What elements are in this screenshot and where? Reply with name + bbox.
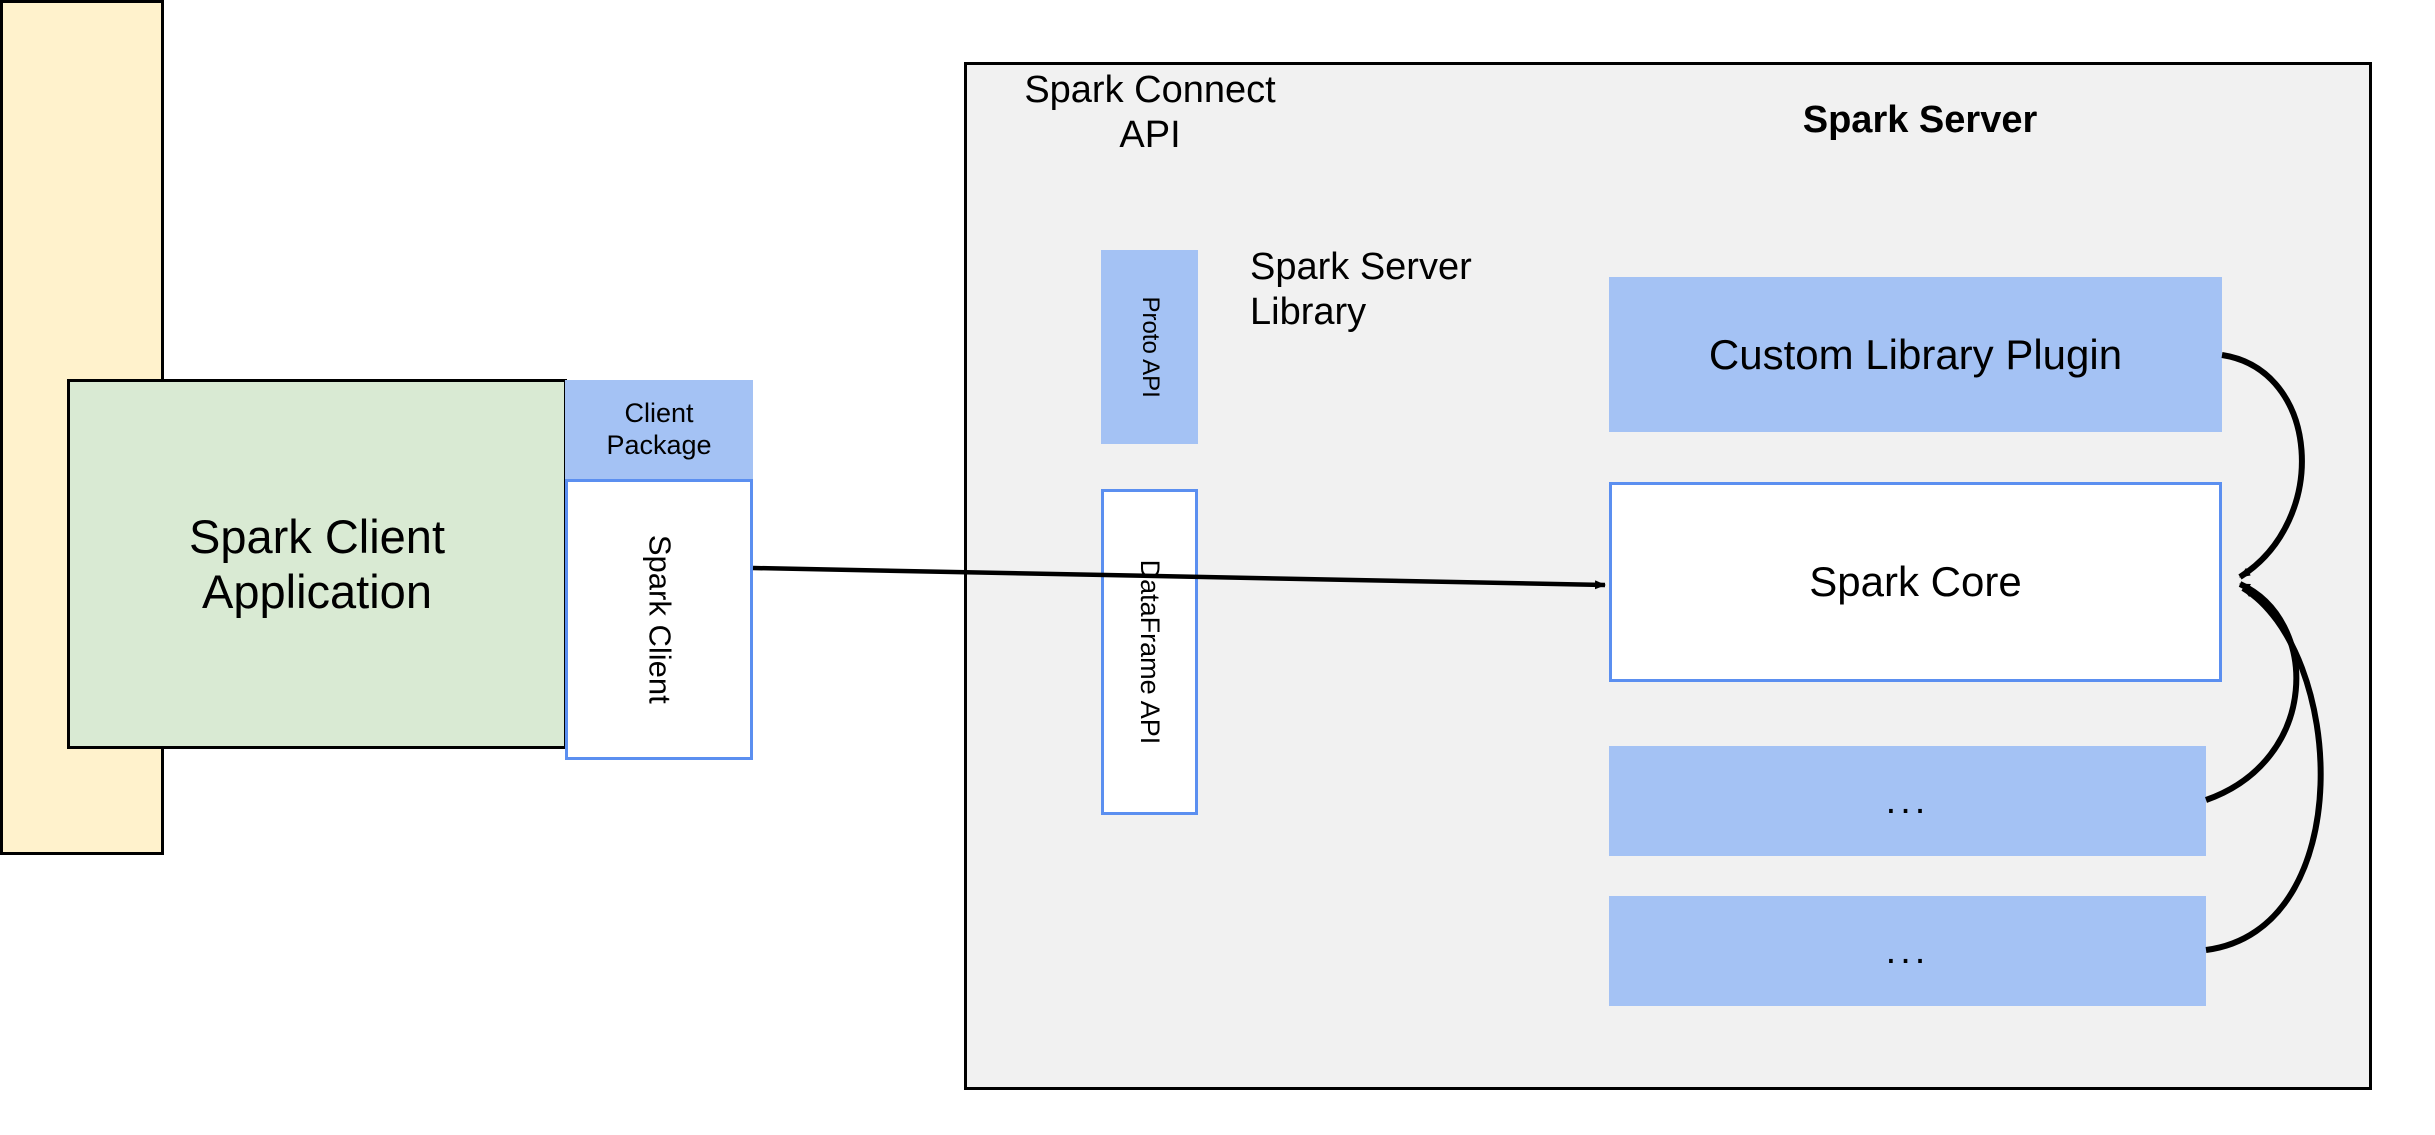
more-components-box-1[interactable]: ...: [1609, 746, 2206, 856]
spark-client-application-box[interactable]: Spark Client Application: [67, 379, 567, 749]
spark-client-box[interactable]: Spark Client: [565, 479, 753, 760]
spark-core-box[interactable]: Spark Core: [1609, 482, 2222, 682]
proto-api-label: Proto API: [1136, 296, 1164, 398]
spark-client-label: Spark Client: [642, 535, 678, 704]
more-components-box-2[interactable]: ...: [1609, 896, 2206, 1006]
spark-connect-api-label: Spark Connect API: [1024, 69, 1276, 156]
spark-server-library-label: Spark Server Library: [1250, 246, 1472, 333]
client-package-box[interactable]: Client Package: [565, 380, 753, 479]
dataframe-api-label: DataFrame API: [1135, 559, 1166, 745]
spark-server-title: Spark Server: [1802, 98, 2038, 141]
custom-library-plugin-box[interactable]: Custom Library Plugin: [1609, 277, 2222, 432]
proto-api-box[interactable]: Proto API: [1101, 250, 1198, 444]
dataframe-api-box[interactable]: DataFrame API: [1101, 489, 1198, 815]
